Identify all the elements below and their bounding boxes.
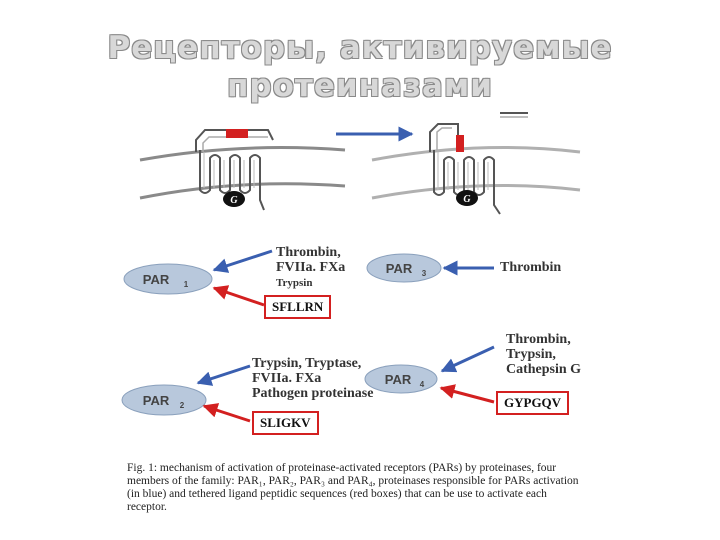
title-line-1: Рецепторы, активируемые (107, 30, 613, 66)
par2-agonist-2: FVIIa. FXa (252, 371, 322, 386)
par4-agonist-2: Trypsin, (506, 347, 556, 362)
par1-name: PAR (143, 272, 170, 287)
par2-blue-arrow (196, 364, 251, 386)
par2-name: PAR (143, 393, 170, 408)
par2-red-arrow (202, 403, 251, 423)
par3-agonist-1: Thrombin (500, 260, 562, 275)
par1-sub: 1 (184, 280, 189, 289)
par4-sequence-box: GYPGQV (496, 391, 570, 415)
par4-agonist-3: Cathepsin G (506, 362, 582, 377)
receptor-active (429, 123, 501, 215)
g-label-left: G (230, 195, 238, 206)
par3-sub: 3 (422, 269, 427, 278)
par1-agonist-small: Trypsin (276, 277, 313, 289)
membrane-left (139, 146, 346, 200)
tethered-ligand-box-active (456, 135, 464, 152)
g-label-right: G (463, 194, 471, 205)
par3-receptor: PAR 3 (366, 253, 442, 283)
par4-blue-arrow (440, 345, 495, 373)
g-protein-right: G (456, 190, 478, 206)
par2-agonist-1: Trypsin, Tryptase, (252, 356, 362, 371)
par1-agonist-2: FVIIa. FXa (276, 260, 346, 275)
par4-name: PAR (385, 372, 412, 387)
g-protein-left: G (223, 191, 245, 207)
figure-caption: Fig. 1: mechanism of activation of prote… (127, 462, 579, 513)
par3-name: PAR (386, 261, 413, 276)
par2-receptor: PAR 2 (121, 384, 207, 416)
receptor-inactive (195, 129, 274, 211)
par4-red-arrow (439, 384, 495, 404)
par2-sequence-box: SLIGKV (252, 411, 319, 435)
title-line-2: протеиназами (227, 68, 493, 104)
tethered-ligand-box-inactive (226, 129, 248, 138)
par4-sub: 4 (420, 380, 425, 389)
par1-blue-arrow (212, 249, 273, 273)
par1-red-arrow (212, 285, 265, 307)
par4-receptor: PAR 4 (364, 364, 438, 394)
membrane-right (371, 146, 581, 200)
par2-agonist-3: Pathogen proteinase (252, 386, 374, 401)
par1-receptor: PAR 1 (123, 263, 213, 295)
par1-sequence-box: SFLLRN (264, 295, 332, 319)
par2-sub: 2 (180, 401, 185, 410)
par4-agonist-1: Thrombin, (506, 332, 571, 347)
par1-agonist-1: Thrombin, (276, 245, 341, 260)
